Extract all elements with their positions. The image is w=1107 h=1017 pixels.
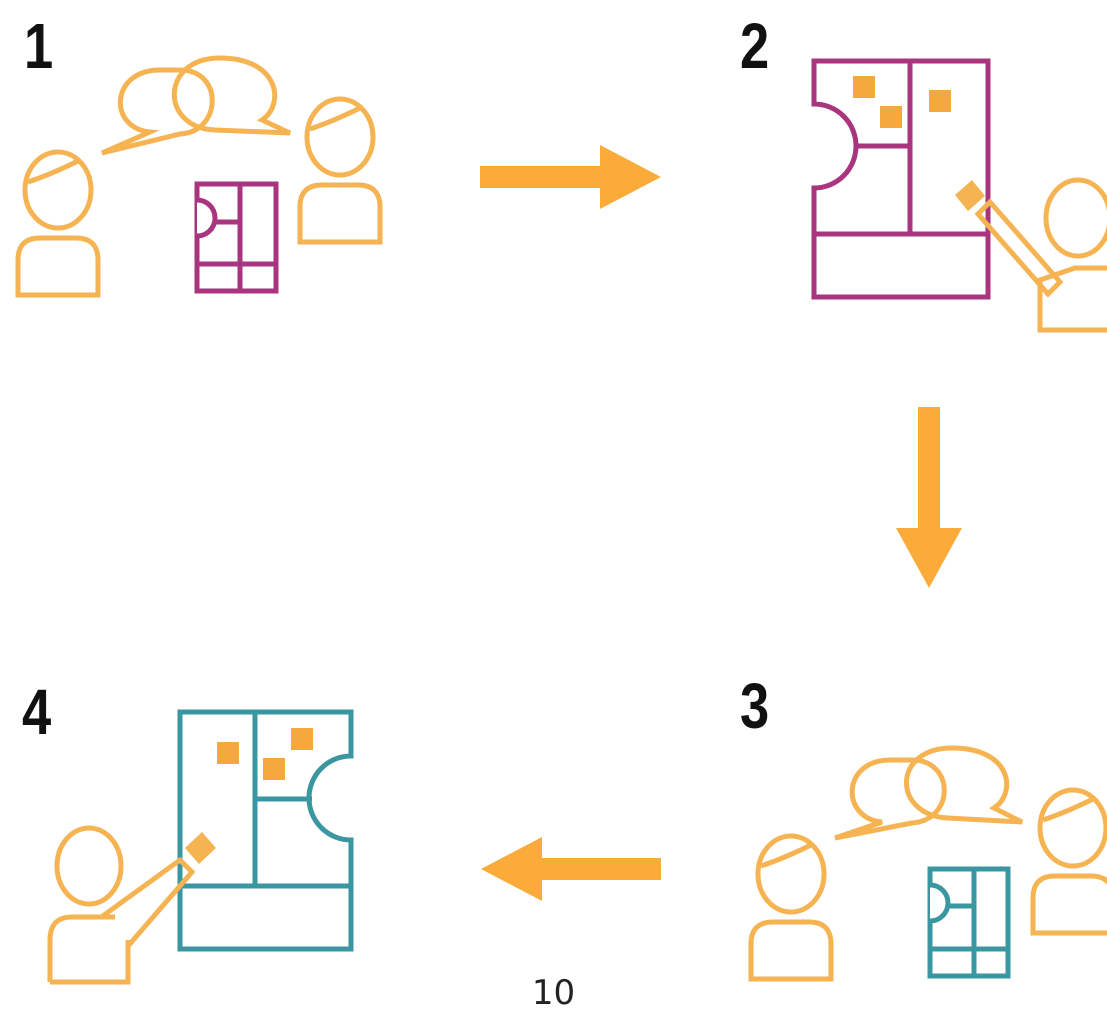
marker-pen-icon (974, 198, 1064, 298)
person-icon (1033, 790, 1107, 933)
marker-tip (185, 832, 216, 864)
person-icon (751, 836, 831, 979)
step-1-group (18, 55, 380, 295)
sticky-notes (217, 728, 313, 780)
floor-plan-board-icon (194, 181, 279, 294)
speech-bubble-icon (834, 745, 1024, 841)
step-number-4: 4 (22, 676, 52, 748)
arrow-icon (896, 407, 962, 588)
marker-pen-icon (50, 856, 196, 985)
step-number-1: 1 (24, 10, 54, 82)
person-icon (18, 152, 98, 295)
marker-tip (955, 180, 985, 211)
sticky-notes (853, 76, 951, 128)
arrow-icon (481, 837, 661, 901)
step-2-group (811, 58, 1107, 333)
step-number-2: 2 (740, 10, 770, 82)
floor-plan-board-icon (177, 709, 354, 952)
floor-plan-board-icon (811, 58, 991, 300)
page-number: 10 (531, 973, 576, 1013)
step-3-group (751, 745, 1107, 979)
step-number-3: 3 (740, 670, 770, 742)
person-icon (300, 99, 380, 242)
arrow-icon (480, 145, 661, 209)
speech-bubble-icon (100, 55, 292, 156)
step-4-group (47, 709, 354, 985)
floor-plan-board-icon (927, 866, 1011, 979)
person-icon (1037, 177, 1107, 333)
